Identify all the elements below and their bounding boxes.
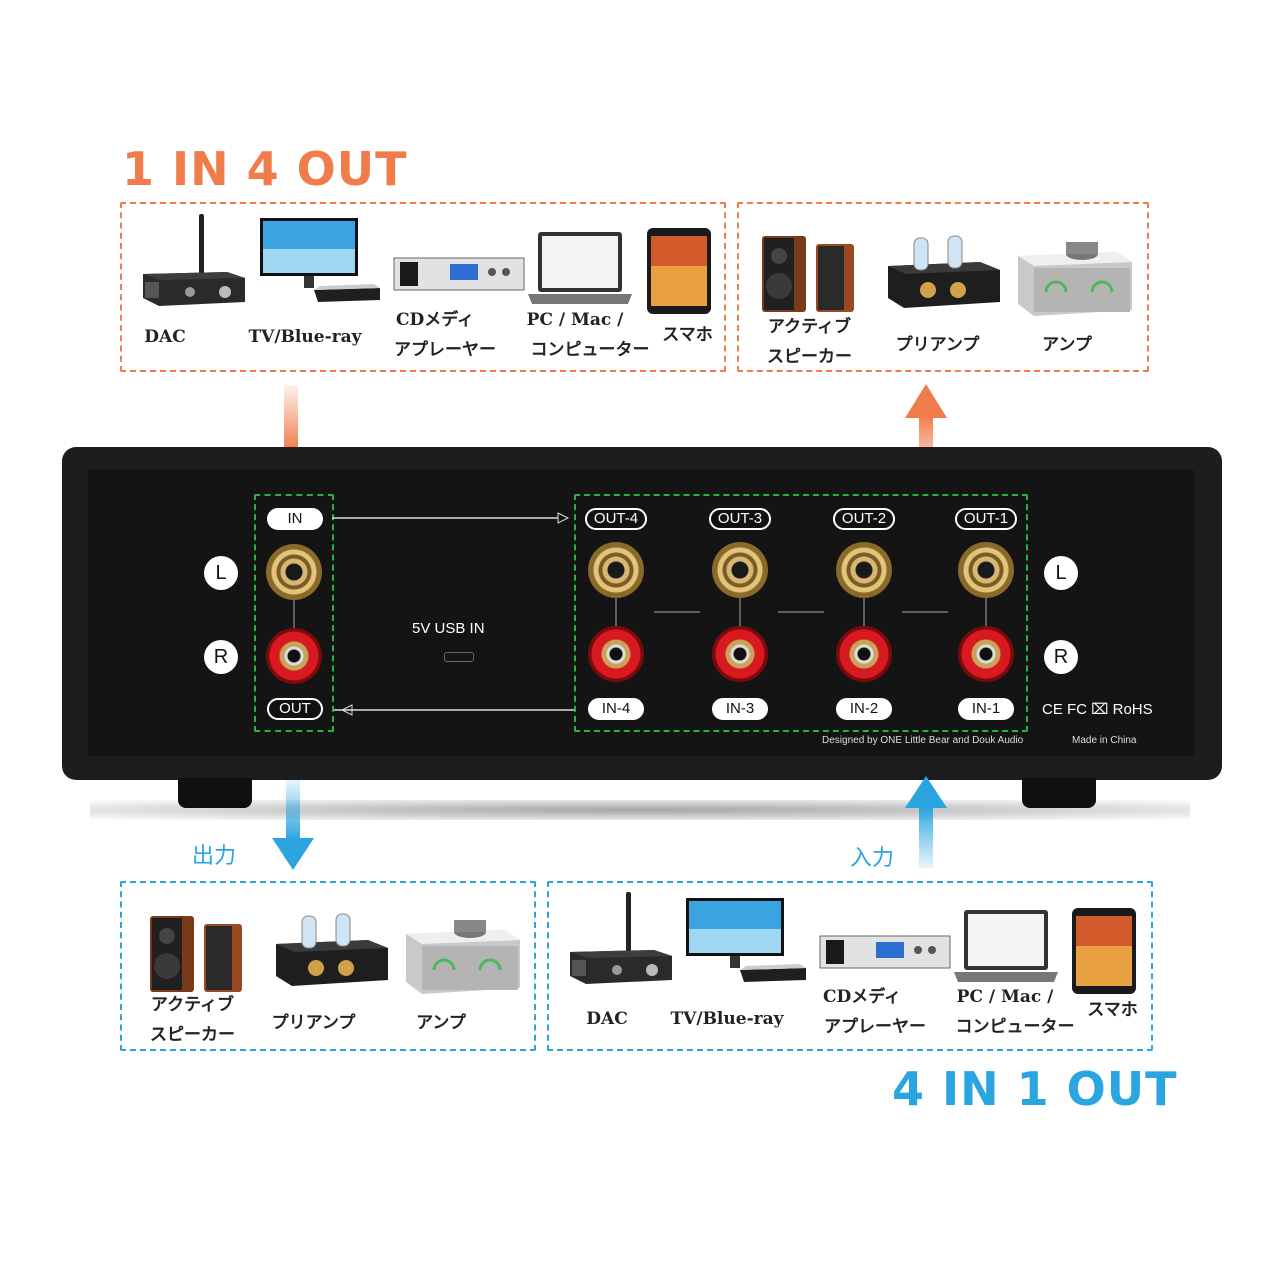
out-1-jack-left[interactable]	[958, 542, 1014, 598]
in-1-pill: IN-1	[958, 698, 1014, 720]
made-in-text: Made in China	[1072, 735, 1137, 746]
speaker-icon	[762, 236, 854, 312]
device-label-pc-line2: コンピューター	[530, 340, 650, 360]
in-2-pill: IN-2	[836, 698, 892, 720]
input-jack-left[interactable]	[266, 544, 322, 600]
usb-label: 5V USB IN	[412, 620, 485, 637]
out-3-pill: OUT-3	[709, 508, 771, 530]
bottom-title: 4 IN 1 OUT	[892, 1062, 1178, 1116]
top-title: 1 IN 4 OUT	[122, 142, 408, 196]
tube-preamp-icon	[888, 235, 1000, 308]
input-jack-group	[254, 494, 334, 732]
out-2-jack-left[interactable]	[836, 542, 892, 598]
smartphone-icon	[647, 228, 711, 314]
device-label-preamp: プリアンプ	[895, 335, 980, 355]
device-label-pc-line1: PC / Mac /	[956, 987, 1054, 1007]
device-label-cd-line2: アプレーヤー	[824, 1017, 926, 1037]
device-label-tv: TV/Blue-ray	[670, 1009, 784, 1029]
out-4-pill: OUT-4	[585, 508, 647, 530]
device-label-dac: DAC	[144, 327, 186, 347]
in-4-jack-right[interactable]	[588, 626, 644, 682]
device-label-phone: スマホ	[1087, 1000, 1138, 1020]
device-foot-left	[178, 778, 252, 808]
out-2-pill: OUT-2	[833, 508, 895, 530]
tube-preamp-icon	[276, 913, 388, 986]
device-label-amp: アンプ	[1042, 335, 1092, 355]
device-foot-right	[1022, 778, 1096, 808]
device-shadow	[90, 800, 1190, 820]
top-output-devices-box	[737, 202, 1149, 372]
device-label-pc-line1: PC / Mac /	[526, 310, 624, 330]
dac-icon	[143, 214, 245, 306]
tv-icon	[260, 218, 380, 302]
usb-port[interactable]	[444, 652, 474, 662]
device-label-tv: TV/Blue-ray	[248, 327, 362, 347]
input-jack-right[interactable]	[266, 628, 322, 684]
in-3-jack-right[interactable]	[712, 626, 768, 682]
in-pill: IN	[267, 508, 323, 530]
right-channel-r-icon: R	[1044, 640, 1078, 674]
output-jack-group	[574, 494, 1028, 732]
device-label-cd-line1: CDメディ	[395, 310, 475, 330]
designed-by-text: Designed by ONE Little Bear and Douk Aud…	[822, 735, 1024, 746]
device-label-pc-line2: コンピューター	[955, 1017, 1075, 1037]
top-input-devices-box	[120, 202, 726, 372]
left-channel-r-icon: R	[204, 640, 238, 674]
bottom-output-devices-box	[120, 881, 536, 1051]
bottom-input-devices-box	[547, 881, 1153, 1051]
amplifier-icon	[406, 920, 520, 994]
right-channel-l-icon: L	[1044, 556, 1078, 590]
arrow-up-blue-icon	[905, 776, 947, 868]
cd-player-icon	[393, 257, 525, 291]
device-label-dac: DAC	[586, 1009, 628, 1029]
out-3-jack-left[interactable]	[712, 542, 768, 598]
smartphone-icon	[1072, 908, 1136, 994]
in-4-pill: IN-4	[588, 698, 644, 720]
in-1-jack-right[interactable]	[958, 626, 1014, 682]
laptop-icon	[954, 910, 1058, 982]
device-label-speaker-line2: スピーカー	[150, 1025, 235, 1045]
device-label-speaker-line2: スピーカー	[767, 347, 852, 367]
out-pill: OUT	[267, 698, 323, 720]
laptop-icon	[528, 232, 632, 304]
out-1-pill: OUT-1	[955, 508, 1017, 530]
input-direction-label: 入力	[850, 846, 895, 871]
amplifier-icon	[1018, 242, 1132, 316]
cd-player-icon	[819, 935, 951, 969]
left-channel-l-icon: L	[204, 556, 238, 590]
out-4-jack-left[interactable]	[588, 542, 644, 598]
speaker-icon	[150, 916, 242, 992]
device-label-speaker-line1: アクティブ	[150, 995, 235, 1015]
in-3-pill: IN-3	[712, 698, 768, 720]
device-label-amp: アンプ	[416, 1013, 466, 1033]
tv-icon	[686, 898, 806, 982]
in-2-jack-right[interactable]	[836, 626, 892, 682]
output-direction-label: 出力	[192, 844, 237, 869]
dac-icon	[570, 892, 672, 984]
device-label-cd-line1: CDメディ	[822, 987, 902, 1007]
arrow-down-blue-icon	[272, 780, 314, 870]
certification-marks: CE FC ⌧ RoHS	[1042, 701, 1153, 718]
device-label-cd-line2: アプレーヤー	[394, 340, 496, 360]
device-label-speaker-line1: アクティブ	[767, 317, 852, 337]
device-label-preamp: プリアンプ	[271, 1013, 356, 1033]
device-label-phone: スマホ	[662, 325, 713, 345]
